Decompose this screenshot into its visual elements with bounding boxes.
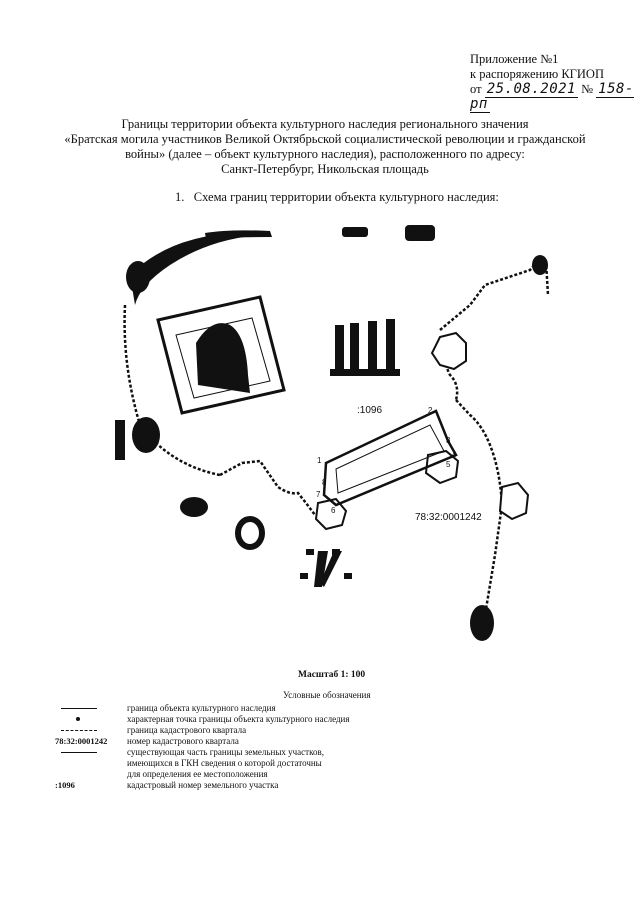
- circle-marks: [235, 516, 265, 550]
- legend-symbol-text: :1096: [55, 780, 75, 790]
- title-line3: войны» (далее – объект культурного насле…: [125, 147, 525, 161]
- map-dark-blobs: [126, 225, 548, 641]
- legend-text: кадастровый номер земельного участка: [127, 780, 279, 790]
- appendix-from: от: [470, 82, 482, 96]
- point-label: 7: [316, 490, 321, 499]
- map-scale: Масштаб 1: 100: [298, 670, 366, 680]
- point-label: 8: [322, 478, 327, 487]
- object-boundary: [322, 409, 458, 507]
- document-title: Границы территории объекта культурного н…: [40, 117, 610, 177]
- legend-text: граница кадастрового квартала: [127, 725, 247, 735]
- legend-title: Условные обозначения: [283, 690, 371, 700]
- building-outline: [156, 295, 286, 415]
- v-mark: [300, 549, 352, 587]
- point-label: 6: [331, 506, 336, 515]
- appendix-line3: от 25.08.2021 № 158-рп: [470, 81, 640, 113]
- legend-text: характерная точка границы объекта культу…: [127, 714, 350, 724]
- section-heading: 1. Схема границ территории объекта культ…: [175, 190, 499, 204]
- title-line4: Санкт-Петербург, Никольская площадь: [221, 162, 429, 176]
- title-line1: Границы территории объекта культурного н…: [121, 117, 529, 131]
- appendix-no: №: [581, 82, 594, 96]
- appendix-line1: Приложение №1: [470, 52, 559, 66]
- inscription-marks: [330, 319, 400, 376]
- legend-text: граница объекта культурного наследия: [127, 703, 276, 713]
- quarter-label: 78:32:0001242: [415, 512, 482, 523]
- monument-shape: [196, 323, 250, 393]
- octagon-nodes: [314, 331, 530, 531]
- point-label: 2: [428, 406, 433, 415]
- point-label: 3: [446, 436, 451, 445]
- parcel-label: :1096: [357, 405, 382, 416]
- appendix-header: Приложение №1 к распоряжению КГИОП от 25…: [470, 52, 640, 113]
- legend-text: существующая часть границы земельных уча…: [127, 747, 324, 757]
- map-edge-dots: [115, 230, 272, 460]
- appendix-date: 25.08.2021: [484, 81, 578, 98]
- point-label: 4: [452, 450, 457, 459]
- legend-text: для определения ее местоположения: [127, 769, 268, 779]
- appendix-number: 158-рп: [470, 81, 634, 113]
- boundary-scheme-map: :1096 78:32:0001242 1 2 3 4 5 6 7 8: [115, 225, 550, 641]
- point-label: 5: [446, 460, 451, 469]
- title-line2: «Братская могила участников Великой Октя…: [64, 132, 586, 146]
- legend-symbol-text: 78:32:0001242: [55, 736, 108, 746]
- legend-text: имеющихся в ГКН сведения о которой доста…: [127, 758, 322, 768]
- appendix-line2: к распоряжению КГИОП: [470, 67, 604, 81]
- point-label: 1: [317, 456, 322, 465]
- legend-text: номер кадастрового квартала: [127, 736, 239, 746]
